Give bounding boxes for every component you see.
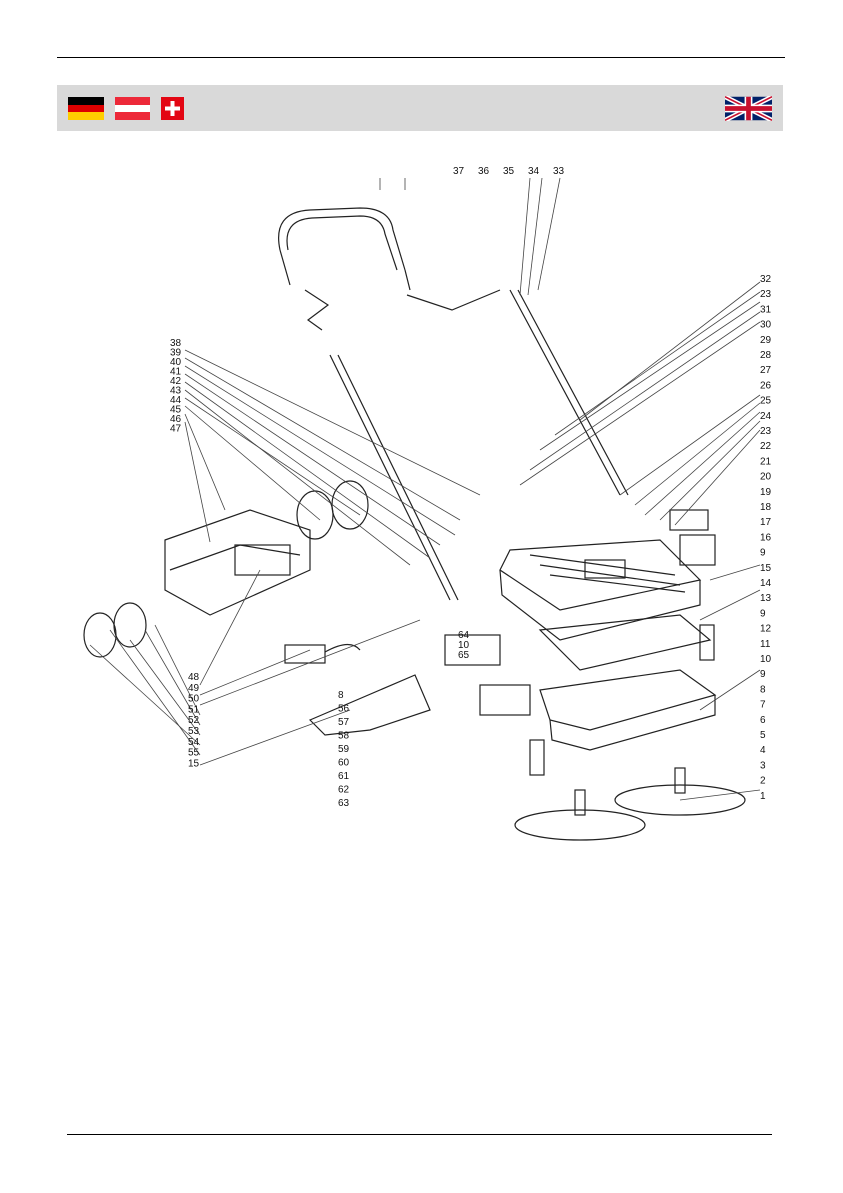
part-label-right: 7 (760, 700, 766, 711)
part-label-right: 22 (760, 441, 772, 452)
part-label-right: 26 (760, 380, 772, 391)
top-rule (57, 57, 785, 58)
part-label-right: 27 (760, 365, 772, 376)
part-label-top: 34 (528, 166, 540, 177)
part-label-right: 5 (760, 730, 766, 741)
austria-flag-icon (115, 97, 150, 120)
part-label-right: 24 (760, 411, 772, 422)
language-bar (57, 85, 783, 131)
part-label-center: 61 (338, 771, 350, 782)
part-label-center: 56 (338, 704, 350, 715)
part-label-center: 8 (338, 690, 344, 701)
bottom-rule (67, 1134, 772, 1135)
part-label-right: 19 (760, 487, 772, 498)
part-label-right: 14 (760, 578, 772, 589)
part-label-left: 47 (170, 424, 182, 435)
part-label-top: 35 (503, 166, 515, 177)
part-label-right: 20 (760, 472, 772, 483)
part-label-right: 1 (760, 791, 766, 802)
part-label-left: 55 (188, 748, 200, 759)
part-label-center: 63 (338, 798, 350, 809)
part-label-left: 51 (188, 704, 200, 715)
part-label-left: 50 (188, 694, 200, 705)
part-label-right: 15 (760, 563, 772, 574)
part-label-right: 9 (760, 669, 766, 680)
part-label-center: 62 (338, 785, 350, 796)
part-label-center: 58 (338, 731, 350, 742)
part-label-right: 29 (760, 335, 772, 346)
part-label-right: 31 (760, 304, 772, 315)
part-label-left: 15 (188, 758, 200, 769)
part-label-right: 3 (760, 760, 766, 771)
part-label-center: 65 (458, 650, 470, 661)
part-label-top: 37 (453, 166, 465, 177)
part-label-right: 10 (760, 654, 772, 665)
part-label-left: 54 (188, 737, 200, 748)
part-label-right: 17 (760, 517, 772, 528)
part-label-right: 18 (760, 502, 772, 513)
part-label-right: 21 (760, 456, 772, 467)
part-label-right: 6 (760, 715, 766, 726)
part-label-right: 23 (760, 289, 772, 300)
part-label-center: 60 (338, 758, 350, 769)
part-label-right: 4 (760, 745, 766, 756)
part-label-left: 52 (188, 715, 200, 726)
part-label-right: 28 (760, 350, 772, 361)
part-label-right: 11 (760, 639, 771, 650)
part-label-left: 48 (188, 672, 200, 683)
part-label-top: 33 (553, 166, 565, 177)
part-label-center: 57 (338, 717, 350, 728)
part-label-right: 9 (760, 548, 766, 559)
part-label-right: 13 (760, 593, 772, 604)
part-label-right: 32 (760, 274, 772, 285)
part-label-right: 16 (760, 532, 772, 543)
germany-flag-icon (68, 97, 104, 120)
part-label-right: 12 (760, 624, 772, 635)
part-label-right: 23 (760, 426, 772, 437)
part-label-right: 30 (760, 320, 772, 331)
part-label-right: 9 (760, 608, 766, 619)
uk-flag-icon (725, 96, 772, 121)
part-label-right: 8 (760, 684, 766, 695)
part-label-left: 53 (188, 726, 200, 737)
part-label-center: 59 (338, 744, 350, 755)
switzerland-flag-icon (161, 97, 184, 120)
part-label-left: 49 (188, 683, 200, 694)
part-label-top: 36 (478, 166, 490, 177)
part-label-right: 25 (760, 396, 772, 407)
part-label-right: 2 (760, 776, 766, 787)
